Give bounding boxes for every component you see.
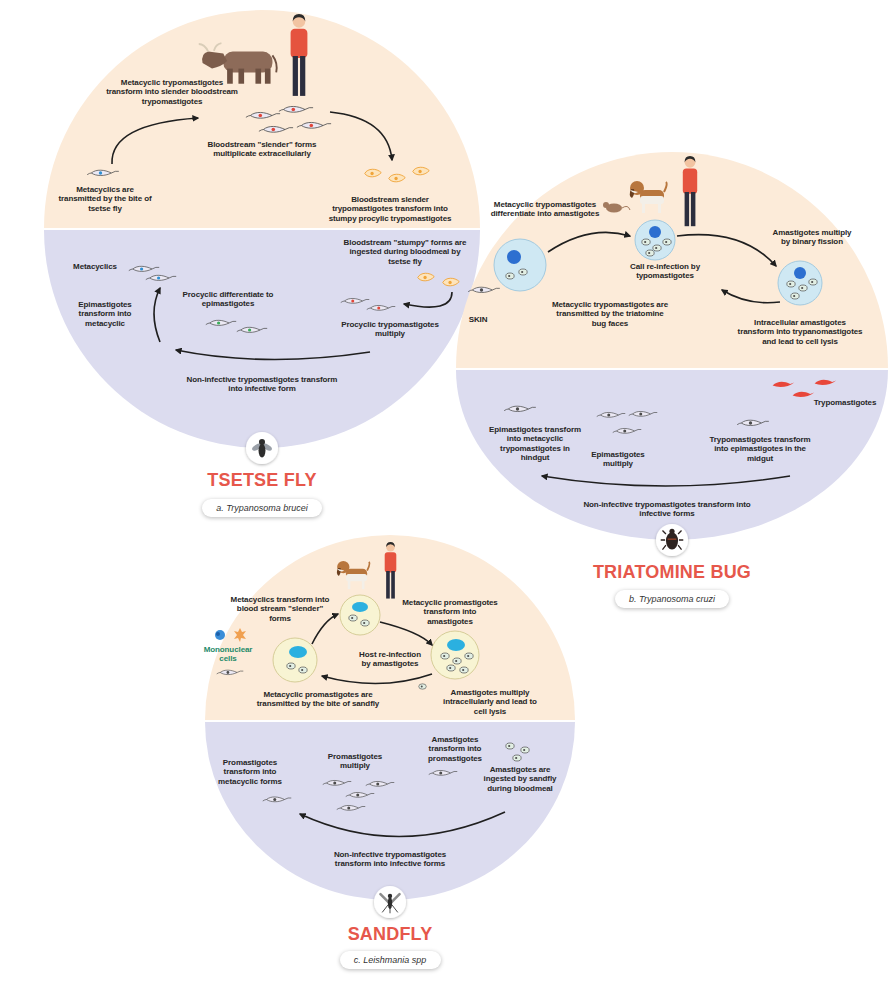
species-name: a. Trypanosoma brucei <box>216 503 307 513</box>
stage-caption: Call re-infection by typomastigotes <box>615 262 715 281</box>
stage-caption: Amastigotes multiply by binary fission <box>772 228 852 247</box>
stage-caption: Trypomastigotes <box>810 398 880 407</box>
stage-caption: Mononuclear cells <box>203 645 253 664</box>
stage-caption: Bloodstream slender trypomastigotes tran… <box>320 195 460 223</box>
stage-caption: Metacyclic trypomastigotes are transmitt… <box>550 300 670 328</box>
stage-caption: Metacyclic trypomastigotes transform int… <box>102 78 242 106</box>
stage-caption: Non-infective trypomastigotes transform … <box>582 500 752 519</box>
species-name: c. Leishmania spp <box>354 955 427 965</box>
stage-caption: Metacyclics transform into blood stream … <box>230 595 330 623</box>
stage-caption: Amastigotes transform into promastigotes <box>418 735 493 763</box>
stage-caption: Bloodstream "stumpy" forms are ingested … <box>340 238 470 266</box>
stage-caption: Host re-infection by amastigotes <box>355 650 425 669</box>
half-circle-fill <box>44 230 480 448</box>
stage-caption: Epimastigotes transform into metacyclic <box>67 300 143 328</box>
stage-caption: Non-infective trypomastigotes transform … <box>315 850 465 869</box>
vector-half-circle: Amastigotes transform into promastigotes… <box>205 722 575 900</box>
stage-caption: Promastigotes multiply <box>320 752 390 771</box>
vector-title: SANDFLY <box>230 924 550 945</box>
stage-caption: Bloodstream "slender" forms multiplicate… <box>187 140 337 159</box>
stage-caption: Procyclic trypomastigotes multiply <box>335 320 445 339</box>
half-circle-fill <box>205 535 575 720</box>
stage-caption: Epimastigotes transform into metacyclic … <box>485 425 585 463</box>
host-half-circle: Metacyclic trypomastigotes transform int… <box>44 10 480 228</box>
species-pill: a. Trypanosoma brucei <box>202 499 322 517</box>
stage-caption: Non-infective trypomastigotes transform … <box>182 375 342 394</box>
vector-title: TRIATOMINE BUG <box>512 562 832 583</box>
half-circle-shape <box>205 722 575 900</box>
stage-caption: SKIN <box>463 315 493 324</box>
half-circle-fill <box>456 370 888 540</box>
stage-caption: Procyclic differentiate to epimastigotes <box>178 290 278 309</box>
stage-caption: Amastigotes multiply intracellularly and… <box>440 688 540 716</box>
half-circle-fill <box>456 152 888 368</box>
vector-title: TSETSE FLY <box>102 470 422 491</box>
host-half-circle: Metacyclics transform into blood stream … <box>205 535 575 720</box>
stage-caption: Amastigotes are ingested by sandfly duri… <box>475 765 565 793</box>
species-pill: c. Leishmania spp <box>340 951 441 969</box>
stage-caption: Intracellular amastigotes transform into… <box>735 318 865 346</box>
stage-caption: Promastigotes transform into metacyclic … <box>213 758 288 786</box>
vector-half-circle: TrypomastigotesEpimastigotes transform i… <box>456 370 888 540</box>
stage-caption: Metacyclics are transmitted by the bite … <box>55 185 155 213</box>
species-pill: b. Trypanosoma cruzi <box>615 590 729 608</box>
stage-caption: Metacyclic trypomastigotes differentiate… <box>485 200 605 219</box>
species-name: b. Trypanosoma cruzi <box>629 594 715 604</box>
stage-caption: Epimastigotes multiply <box>588 450 648 469</box>
half-circle-fill <box>44 10 480 228</box>
stage-caption: Trypomastigotes transform into epimastig… <box>705 435 815 463</box>
stage-caption: Metacyclic promastigotes transform into … <box>400 598 500 626</box>
stage-caption: Metacyclics <box>65 262 125 271</box>
vector-half-circle: Bloodstream "stumpy" forms are ingested … <box>44 230 480 448</box>
half-circle-fill <box>205 722 575 900</box>
stage-caption: Metacyclic promastigotes are transmitted… <box>243 690 393 709</box>
host-half-circle: Metacyclic trypomastigotes differentiate… <box>456 152 888 368</box>
